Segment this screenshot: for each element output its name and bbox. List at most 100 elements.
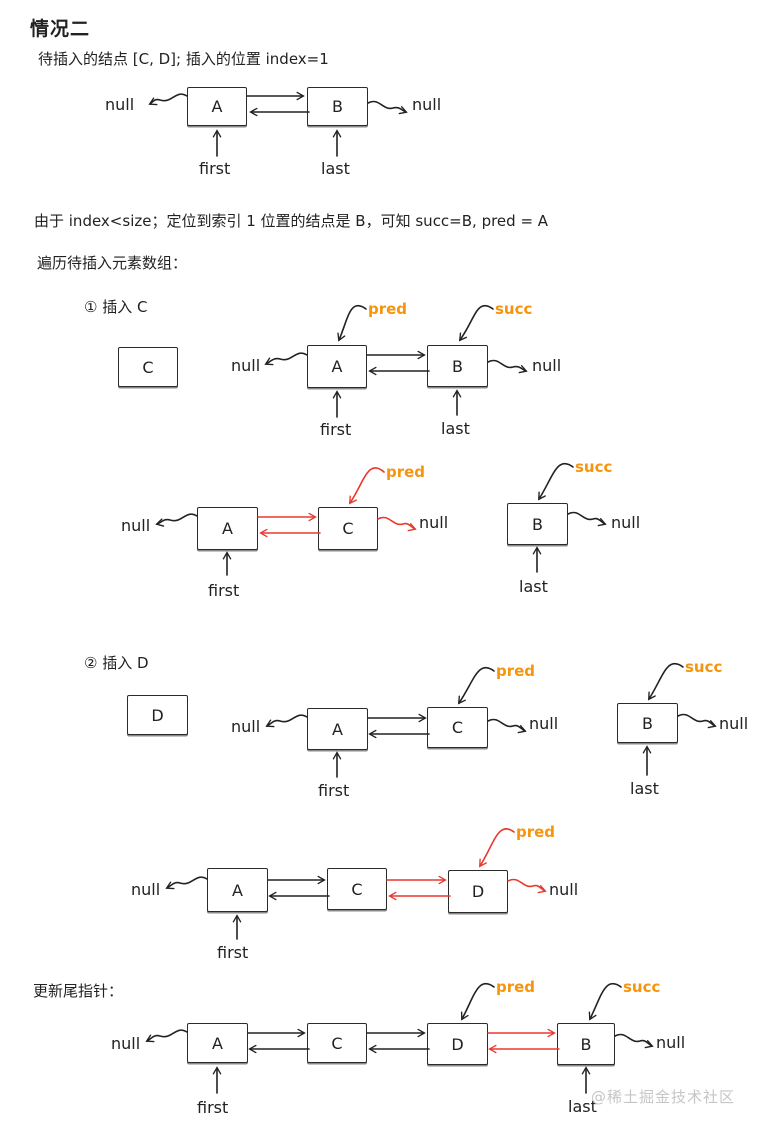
null-label: null [549, 880, 579, 899]
null-label: null [105, 95, 135, 114]
node-label-c: C [342, 519, 354, 538]
a-prev-null-arrow [145, 1029, 188, 1043]
node-label-d: D [451, 1034, 464, 1054]
null-label: null [231, 356, 261, 375]
pred-pointer-arrow [337, 304, 367, 342]
last-label: last [321, 159, 350, 178]
c-next-null-arrow [487, 718, 527, 734]
null-label: null [111, 1034, 141, 1053]
first-label: first [217, 943, 249, 962]
node-label-c: C [351, 879, 363, 899]
node-label-b: B [452, 356, 463, 376]
node-box-a: A [187, 1023, 248, 1063]
first-label: first [208, 581, 240, 600]
node-box-d: D [127, 695, 188, 735]
node-label-c: C [142, 357, 154, 377]
step2-heading: ② 插入 D [84, 654, 149, 672]
insert-nodes-text: 待插入的结点 [C, D]; 插入的位置 index=1 [38, 50, 329, 68]
traverse-text: 遍历待插入元素数组： [37, 254, 188, 272]
node-box-a: A [197, 507, 258, 550]
node-box-c: C [307, 1023, 367, 1063]
node-label-b: B [332, 97, 343, 116]
first-label: first [199, 159, 231, 178]
null-label: null [231, 717, 261, 736]
succ-label: succ [495, 300, 533, 318]
node-label-d: D [151, 705, 164, 725]
node-label-a: A [331, 357, 343, 376]
a-prev-null-arrow [155, 513, 198, 527]
succ-pointer-arrow [588, 982, 622, 1021]
node-box-b: B [507, 503, 568, 545]
node-label-a: A [332, 719, 343, 739]
null-label: null [419, 513, 449, 532]
node-label-a: A [212, 1033, 223, 1053]
null-label: null [611, 513, 641, 532]
a-prev-null-arrow [264, 352, 308, 366]
b-next-null-arrow [367, 100, 408, 115]
node-box-c: C [327, 868, 387, 910]
node-label-a: A [222, 519, 233, 538]
page-title: 情况二 [30, 18, 91, 40]
node-label-b: B [642, 713, 653, 733]
node-label-a: A [232, 880, 243, 900]
null-label: null [412, 95, 442, 114]
node-box-c: C [118, 347, 178, 387]
b-next-null-arrow [567, 511, 607, 527]
node-box-b: B [307, 87, 368, 126]
node-box-a: A [307, 708, 368, 750]
pred-label: pred [368, 300, 408, 318]
node-box-d: D [427, 1023, 488, 1065]
pred-pointer-arrow [460, 982, 495, 1021]
node-label-d: D [471, 882, 485, 901]
node-box-b: B [427, 345, 488, 387]
step1-heading: ① 插入 C [84, 298, 148, 316]
pred-pointer-arrow-red [479, 828, 515, 868]
first-label: first [320, 420, 352, 439]
watermark: @稀土掘金技术社区 [591, 1088, 736, 1106]
a-prev-null-arrow [148, 93, 188, 106]
last-label: last [568, 1097, 597, 1116]
null-label: null [121, 516, 151, 535]
last-label: last [441, 419, 470, 438]
analysis-text: 由于 index<size；定位到索引 1 位置的结点是 B，可知 succ=B… [34, 212, 549, 230]
b-next-null-arrow [614, 1033, 654, 1049]
a-prev-null-arrow [165, 876, 208, 890]
first-label: first [318, 781, 350, 800]
last-label: last [519, 577, 548, 596]
pred-label: pred [496, 978, 536, 996]
b-next-null-arrow [487, 359, 528, 374]
succ-pointer-arrow [538, 462, 574, 501]
succ-pointer-arrow [458, 304, 494, 342]
pred-pointer-arrow [457, 666, 495, 705]
succ-label: succ [685, 658, 723, 676]
last-label: last [630, 779, 659, 798]
update-tail-text: 更新尾指针： [33, 982, 124, 1000]
null-label: null [529, 714, 559, 733]
succ-label: succ [575, 458, 613, 476]
pred-label: pred [516, 823, 556, 841]
node-box-d: D [448, 870, 508, 913]
c-next-null-arrow-red [377, 516, 417, 532]
node-label-b: B [580, 1034, 592, 1054]
succ-label: succ [623, 978, 661, 996]
null-label: null [532, 356, 562, 375]
pred-pointer-arrow-red [348, 467, 385, 505]
node-label-a: A [211, 97, 223, 116]
node-box-b: B [617, 703, 678, 743]
null-label: null [719, 714, 749, 733]
b-next-null-arrow [677, 713, 717, 729]
node-box-a: A [307, 345, 367, 388]
node-label-c: C [331, 1033, 343, 1053]
null-label: null [656, 1033, 686, 1052]
node-label-c: C [451, 718, 464, 737]
d-next-null-arrow-red [507, 878, 547, 894]
node-label-b: B [532, 514, 543, 534]
a-prev-null-arrow [265, 714, 308, 728]
pred-label: pred [386, 463, 426, 481]
pred-label: pred [496, 662, 536, 680]
node-box-a: A [187, 87, 247, 126]
node-box-a: A [207, 868, 268, 912]
succ-pointer-arrow [648, 662, 684, 701]
